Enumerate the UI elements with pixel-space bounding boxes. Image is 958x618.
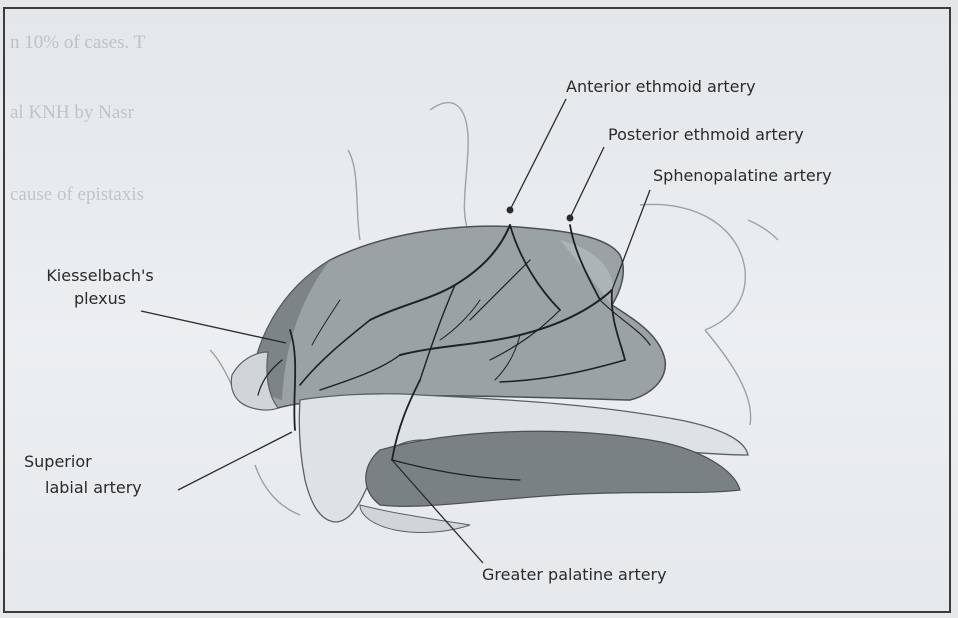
label-posterior-ethmoid-artery: Posterior ethmoid artery [608, 125, 804, 145]
label-kiesselbach-line1: Kiesselbach's [40, 266, 160, 286]
label-anterior-ethmoid-artery: Anterior ethmoid artery [566, 77, 756, 97]
label-sphenopalatine-artery: Sphenopalatine artery [653, 166, 832, 186]
figure-frame [3, 7, 951, 613]
label-superior-labial-line2: labial artery [45, 478, 142, 498]
label-greater-palatine-artery: Greater palatine artery [482, 565, 667, 585]
label-kiesselbach-line2: plexus [40, 289, 160, 309]
label-superior-labial-line1: Superior [24, 452, 92, 472]
